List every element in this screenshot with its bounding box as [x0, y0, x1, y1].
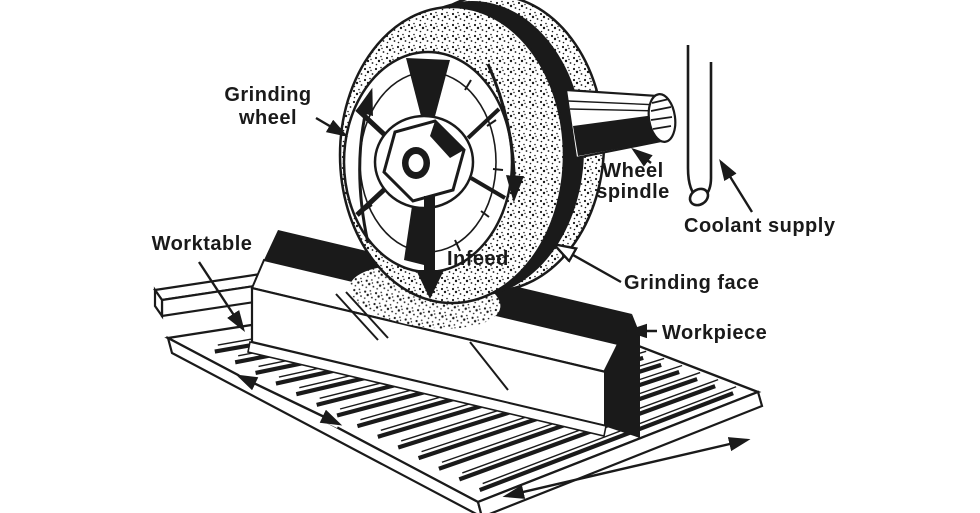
- flange-ring-ticks: [362, 79, 504, 252]
- label-grinding-face: Grinding face: [624, 272, 759, 294]
- label-grinding-wheel-line2: wheel: [238, 107, 297, 129]
- coolant-nozzle: [686, 45, 713, 207]
- workpiece-hatch-marks: [335, 291, 509, 391]
- label-workpiece: Workpiece: [662, 322, 767, 344]
- leader-worktable: [197, 261, 245, 333]
- leader-grinding-face: [557, 246, 622, 284]
- wheel-spindle: [564, 88, 677, 160]
- wheel-rotation-arrow-left: [355, 87, 373, 244]
- label-wheel-spindle-line2: spindle: [596, 181, 670, 203]
- workpiece-base-strip: [247, 341, 607, 437]
- wheel-rotation-arrow-right: [486, 63, 524, 203]
- label-wheel-spindle-line1: Wheel: [602, 160, 663, 182]
- hub-bore-hole: [408, 154, 424, 172]
- wheel-hub: [373, 114, 475, 210]
- label-infeed: Infeed: [447, 248, 509, 270]
- leader-coolant-supply: [719, 158, 754, 213]
- grinding-wheel: [338, 5, 566, 305]
- spindle-end-cap: [647, 93, 677, 143]
- hub-nut-facet: [430, 121, 464, 158]
- workpiece-right-end-face: [604, 314, 640, 438]
- leader-grinding-wheel: [315, 116, 349, 137]
- table-traverse-arrow: [502, 437, 751, 499]
- infeed-arrow: [416, 196, 444, 299]
- label-coolant-supply: Coolant supply: [684, 215, 836, 237]
- label-grinding-wheel-line1: Grinding: [224, 84, 311, 106]
- leader-wheel-spindle: [631, 147, 653, 167]
- crossfeed-arrow: [235, 374, 343, 426]
- label-worktable: Worktable: [152, 233, 253, 255]
